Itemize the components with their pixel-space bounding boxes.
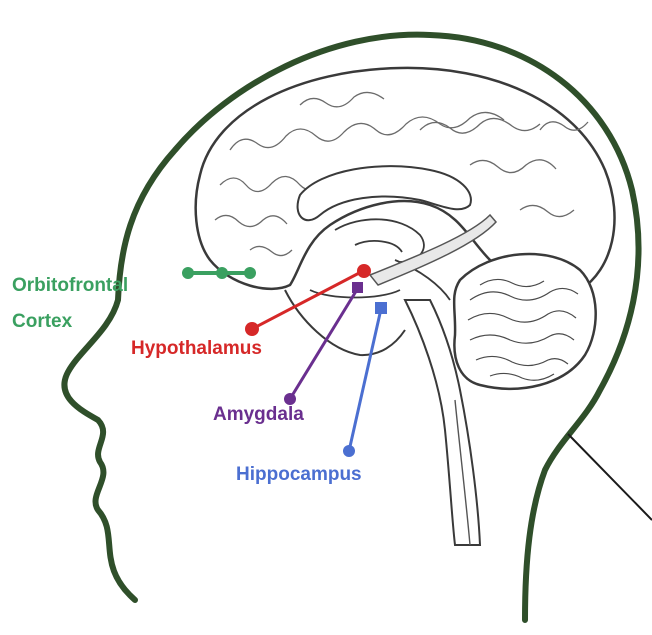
amygdala-dot-end	[352, 282, 363, 293]
ventral-brain-outline	[285, 290, 405, 355]
orbitofrontal-dot-left	[182, 267, 194, 279]
hippocampus-callout	[343, 302, 387, 457]
hypothalamus-dot-end	[357, 264, 371, 278]
hypothalamus-label: Hypothalamus	[131, 338, 262, 359]
hippocampus-label: Hippocampus	[236, 464, 362, 485]
hippocampus-leader	[349, 309, 381, 451]
orbitofrontal-dot-mid	[216, 267, 228, 279]
amygdala-label: Amygdala	[213, 404, 304, 425]
hypothalamus-dot-start	[245, 322, 259, 336]
cortex-label: Cortex	[12, 311, 73, 332]
orbitofrontal-label: Orbitofrontal	[12, 275, 128, 296]
orbitofrontal-dot-right	[244, 267, 256, 279]
pointer-line	[568, 434, 652, 520]
hippocampus-dot-end	[375, 302, 387, 314]
amygdala-callout	[284, 282, 363, 405]
cerebellum	[454, 254, 596, 389]
hippocampus-dot-start	[343, 445, 355, 457]
